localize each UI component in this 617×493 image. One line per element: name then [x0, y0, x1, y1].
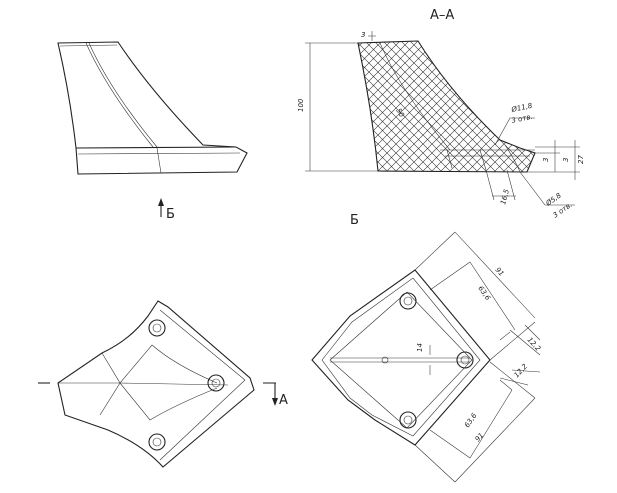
view-b-label: Б — [350, 213, 359, 228]
dim-gap-3b: 3 — [562, 158, 570, 162]
dim-122-bottom: 12,2 — [513, 362, 530, 379]
section-title: А–А — [430, 8, 454, 23]
dim-gap-3a: 3 — [542, 158, 550, 162]
dim-122-top: 12,2 — [526, 336, 543, 353]
dim-91-top: 91 — [494, 266, 506, 278]
dim-hole-d118-count: 3 отв. — [511, 113, 534, 125]
dim-91-bottom: 91 — [474, 431, 486, 443]
dim-636-bottom: 63,6 — [463, 411, 479, 429]
dim-hole-d58-count: 3 отв. — [552, 201, 574, 220]
dim-depth-165: 16,5 — [499, 188, 511, 206]
dim-rib-14: 14 — [416, 343, 424, 352]
view-b-arrow-label: Б — [166, 207, 175, 222]
view-b: 14 91 63,6 12,2 91 63,6 12,2 — [311, 231, 543, 483]
dim-angle: 50 — [394, 107, 406, 119]
dim-top-3: 3 — [361, 31, 365, 39]
section-a-label: А — [279, 393, 288, 408]
section-aa: 100 3 50 Ø11,8 3 отв. Ø5,8 3 отв. 3 3 27… — [297, 31, 585, 220]
fin-top-view: А — [38, 300, 288, 468]
dim-depth-27: 27 — [577, 155, 585, 164]
view-b-arrow: Б — [158, 198, 175, 222]
dim-hole-d58: Ø5,8 — [544, 191, 563, 208]
fin-side-view — [57, 41, 248, 175]
dim-height-100: 100 — [297, 98, 305, 112]
dim-636-top: 63,6 — [476, 285, 492, 303]
